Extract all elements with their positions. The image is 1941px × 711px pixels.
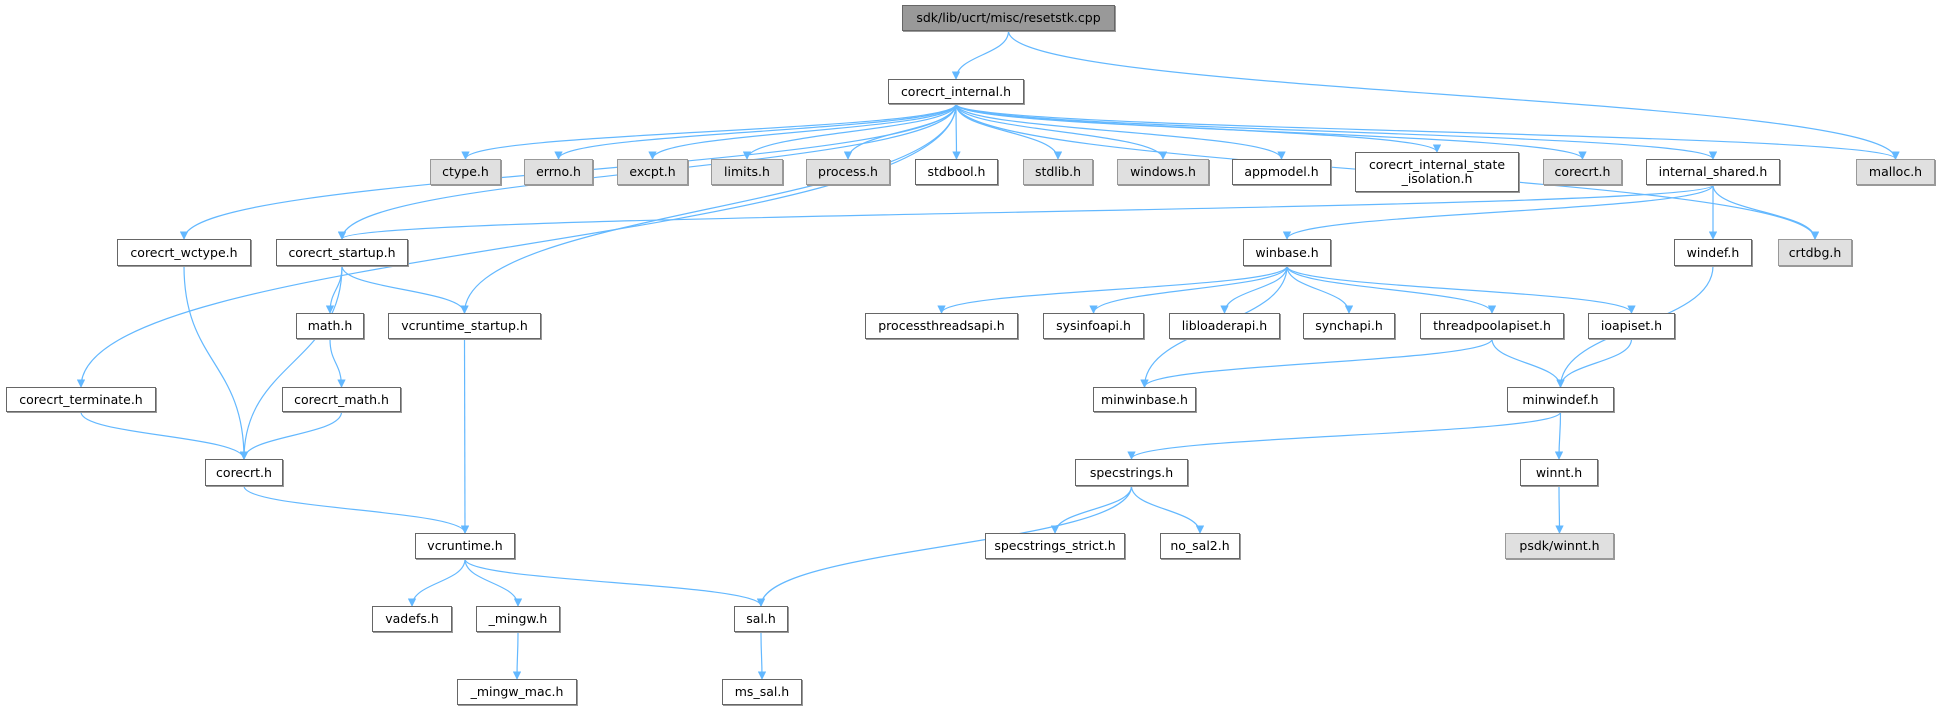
graph-node-minwindef[interactable]: minwindef.h (1507, 387, 1614, 412)
edge-math-to-corecrt-math (329, 338, 346, 388)
graph-node-ctype[interactable]: ctype.h (430, 159, 501, 185)
edge-vcruntime-startup-to-vcruntime (460, 338, 470, 534)
graph-node-ms-sal[interactable]: ms_sal.h (722, 679, 802, 705)
edge-winnt-to-psdk-winnt (1555, 485, 1564, 534)
graph-node-stdbool[interactable]: stdbool.h (915, 159, 998, 185)
edge-vcruntime-to-sal (464, 558, 766, 607)
graph-node-threadpoolapiset[interactable]: threadpoolapiset.h (1420, 313, 1564, 339)
graph-node-no-sal2[interactable]: no_sal2.h (1160, 533, 1240, 559)
edge-corecrt-internal-to-stdlib (955, 103, 1063, 160)
graph-node-math[interactable]: math.h (296, 313, 364, 339)
edge-corecrt-internal-to-windows (955, 103, 1168, 160)
graph-node-corecrt-internal[interactable]: corecrt_internal.h (888, 79, 1024, 104)
edge-corecrt-math-to-corecrt (239, 411, 343, 460)
edge-vcruntime-to-vadefs (407, 558, 466, 607)
edge-ioapiset-to-minwindef (1556, 338, 1633, 388)
edge-vcruntime-to-mingw (464, 558, 523, 607)
graph-node-corecrt-wctype[interactable]: corecrt_wctype.h (117, 239, 251, 266)
graph-node-windef[interactable]: windef.h (1674, 239, 1752, 266)
edge-specstrings-to-sal (756, 485, 1133, 607)
graph-node-corecrt-terminate[interactable]: corecrt_terminate.h (6, 387, 156, 412)
edge-minwindef-to-winnt (1554, 411, 1564, 460)
graph-node-root: sdk/lib/ucrt/misc/resetstk.cpp (902, 5, 1115, 31)
graph-node-processthreadsapi[interactable]: processthreadsapi.h (865, 313, 1018, 339)
graph-node-appmodel[interactable]: appmodel.h (1232, 159, 1331, 185)
graph-node-limits[interactable]: limits.h (711, 159, 783, 185)
edge-threadpoolapiset-to-minwinbase (1140, 338, 1493, 388)
edge-internal-shared-to-corecrt-startup (338, 184, 1714, 240)
edge-threadpoolapiset-to-minwindef (1491, 338, 1565, 388)
graph-node-malloc[interactable]: malloc.h (1856, 159, 1935, 185)
graph-node-sysinfoapi[interactable]: sysinfoapi.h (1043, 313, 1144, 339)
graph-node-specstrings[interactable]: specstrings.h (1075, 459, 1188, 486)
edge-corecrt-internal-to-errno (554, 103, 957, 160)
graph-node-psdk-winnt[interactable]: psdk/winnt.h (1505, 533, 1614, 559)
edge-mingw-to-mingw-mac (512, 631, 522, 680)
graph-node-specstrings-strict[interactable]: specstrings_strict.h (985, 533, 1125, 559)
edge-corecrt-internal-to-corecrt-terminate (76, 103, 957, 388)
graph-node-libloaderapi[interactable]: libloaderapi.h (1169, 313, 1280, 339)
edge-winbase-to-synchapi (1286, 265, 1354, 314)
edge-sal-to-ms-sal (757, 631, 767, 680)
edge-internal-shared-to-winbase (1282, 184, 1714, 240)
edge-specstrings-to-specstrings-strict (1050, 485, 1133, 534)
graph-node-errno[interactable]: errno.h (524, 159, 593, 185)
graph-node-synchapi[interactable]: synchapi.h (1303, 313, 1395, 339)
graph-node-vcruntime-startup[interactable]: vcruntime_startup.h (388, 313, 541, 339)
graph-node-corecrt-math[interactable]: corecrt_math.h (282, 387, 401, 412)
edge-winbase-to-threadpoolapiset (1286, 265, 1497, 314)
edge-corecrt-internal-to-internal-shared (955, 103, 1717, 160)
edge-corecrt-wctype-to-corecrt (183, 265, 249, 460)
edge-corecrt-startup-to-vcruntime-startup (341, 265, 469, 314)
graph-node-corecrt-ext[interactable]: corecrt.h (1543, 159, 1622, 185)
graph-node-process[interactable]: process.h (806, 159, 890, 185)
graph-node-corecrt[interactable]: corecrt.h (205, 459, 283, 486)
edge-corecrt-internal-to-vcruntime-startup (460, 103, 957, 314)
edge-corecrt-internal-to-corecrt-ext (955, 103, 1587, 160)
graph-node-winbase[interactable]: winbase.h (1243, 239, 1331, 266)
graph-node-crtdbg[interactable]: crtdbg.h (1778, 239, 1852, 266)
graph-node-windows[interactable]: windows.h (1117, 159, 1209, 185)
graph-node-state-isolation[interactable]: corecrt_internal_state _isolation.h (1355, 152, 1519, 192)
graph-node-sal[interactable]: sal.h (734, 606, 788, 632)
graph-node-mingw[interactable]: _mingw.h (476, 606, 560, 632)
edge-winbase-to-ioapiset (1286, 265, 1636, 314)
edge-winbase-to-processthreadsapi (937, 265, 1288, 314)
edge-corecrt-internal-to-appmodel (955, 103, 1286, 160)
edge-specstrings-to-no-sal2 (1130, 485, 1205, 534)
graph-node-ioapiset[interactable]: ioapiset.h (1588, 313, 1675, 339)
edge-corecrt-internal-to-limits (742, 103, 957, 160)
graph-node-stdlib[interactable]: stdlib.h (1023, 159, 1093, 185)
edge-corecrt-terminate-to-corecrt (80, 411, 249, 460)
edge-winbase-to-libloaderapi (1220, 265, 1288, 314)
graph-node-minwinbase[interactable]: minwinbase.h (1093, 387, 1196, 412)
edge-winbase-to-sysinfoapi (1089, 265, 1288, 314)
graph-node-internal-shared[interactable]: internal_shared.h (1646, 159, 1780, 185)
edge-minwindef-to-specstrings (1127, 411, 1562, 460)
edge-root-to-corecrt-internal (951, 30, 1010, 80)
graph-node-vcruntime[interactable]: vcruntime.h (415, 533, 515, 559)
edge-corecrt-internal-to-stdbool (952, 103, 961, 160)
edge-corecrt-to-vcruntime (243, 485, 470, 534)
graph-node-vadefs[interactable]: vadefs.h (372, 606, 452, 632)
edge-internal-shared-to-crtdbg (1712, 184, 1820, 240)
edge-corecrt-internal-to-malloc (955, 103, 1900, 160)
graph-node-mingw-mac[interactable]: _mingw_mac.h (457, 679, 577, 705)
graph-node-excpt[interactable]: excpt.h (617, 159, 688, 185)
edge-corecrt-startup-to-corecrt (239, 265, 343, 460)
edge-root-to-malloc (1007, 30, 1900, 160)
graph-node-winnt[interactable]: winnt.h (1520, 459, 1598, 486)
edge-corecrt-internal-to-ctype (461, 103, 957, 160)
edge-corecrt-internal-to-excpt (648, 103, 957, 160)
graph-node-corecrt-startup[interactable]: corecrt_startup.h (276, 239, 408, 266)
